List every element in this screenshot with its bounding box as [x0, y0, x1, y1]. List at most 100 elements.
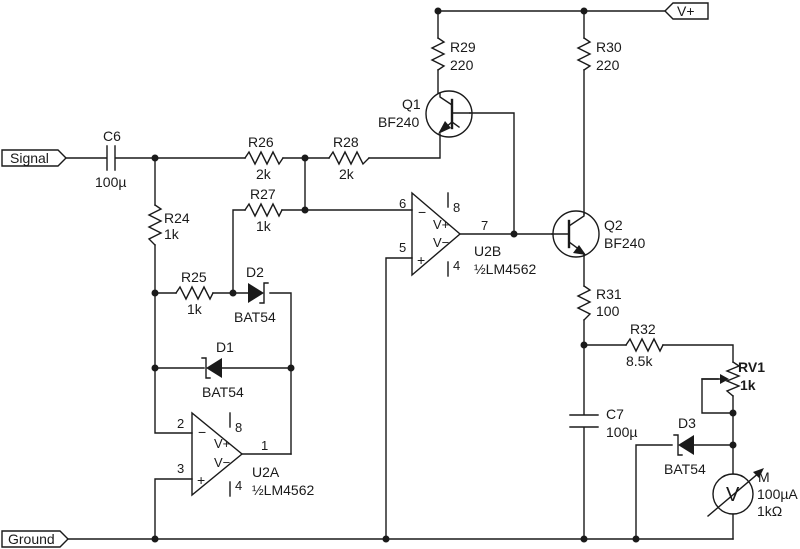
- r26-ref: R26: [248, 134, 274, 150]
- meter-value2: 1kΩ: [757, 503, 782, 519]
- u2b-pin-out: 7: [481, 218, 488, 233]
- resistor-r27: R27 1k: [244, 186, 283, 234]
- r28-value: 2k: [339, 166, 355, 182]
- junction-dot: [729, 441, 737, 449]
- vplus-port: V+: [664, 2, 709, 20]
- r24-ref: R24: [164, 210, 190, 226]
- d2-ref: D2: [246, 264, 264, 280]
- r31-value: 100: [596, 303, 620, 319]
- capacitor-c6: C6 100µ: [95, 128, 126, 190]
- rv1-ref: RV1: [738, 359, 765, 375]
- r25-ref: R25: [181, 269, 207, 285]
- c7-ref: C7: [606, 406, 624, 422]
- u2a-noninv-sign: +: [197, 472, 205, 488]
- junction-dot: [729, 409, 737, 417]
- r27-ref: R27: [250, 186, 276, 202]
- q2-ref: Q2: [604, 217, 623, 233]
- junction-dot: [301, 154, 309, 162]
- junction-dot: [580, 7, 588, 15]
- ground-port: Ground: [1, 530, 69, 548]
- resistor-r30: R30 220: [576, 37, 622, 73]
- wires: [65, 10, 734, 540]
- q1-value: BF240: [378, 114, 419, 130]
- junction-dot: [632, 535, 640, 543]
- potentiometer-rv1: RV1 1k: [701, 359, 765, 397]
- u2a-pin-noninv: 3: [177, 461, 184, 476]
- resistor-r26: R26 2k: [244, 134, 284, 182]
- u2b-inv-sign: −: [418, 204, 426, 220]
- c6-value: 100µ: [95, 174, 126, 190]
- meter-m: V M 100µA 1kΩ: [707, 468, 798, 519]
- q2-value: BF240: [604, 235, 645, 251]
- u2a-pin-inv: 2: [177, 416, 184, 431]
- c6-ref: C6: [103, 128, 121, 144]
- diode-d1: D1 BAT54: [201, 339, 244, 400]
- u2b-vplus-label: V+: [433, 217, 449, 232]
- u2a-vplus-label: V+: [214, 436, 230, 451]
- junction-dot: [301, 206, 309, 214]
- resistor-r28: R28 2k: [328, 134, 370, 182]
- u2a-pin-vminus: 4: [235, 478, 242, 493]
- r25-value: 1k: [187, 301, 203, 317]
- junction-dot: [382, 535, 390, 543]
- meter-symbol: V: [726, 484, 740, 506]
- d3-ref: D3: [678, 415, 696, 431]
- c7-value: 100µ: [606, 424, 637, 440]
- resistor-r29: R29 220: [430, 37, 476, 73]
- ground-port-label: Ground: [8, 531, 55, 547]
- r28-ref: R28: [333, 134, 359, 150]
- d2-value: BAT54: [234, 309, 276, 325]
- junction-dot: [151, 364, 159, 372]
- r30-ref: R30: [596, 39, 622, 55]
- junction-dot: [151, 535, 159, 543]
- u2b-pin-inv: 6: [399, 196, 406, 211]
- r31-ref: R31: [596, 286, 622, 302]
- resistor-r25: R25 1k: [175, 269, 214, 317]
- opamp-u2a: − + V+ V− 2 3 1 8 4 U2A ½LM4562: [177, 411, 314, 498]
- vplus-port-label: V+: [677, 3, 695, 19]
- r29-ref: R29: [450, 39, 476, 55]
- u2a-value: ½LM4562: [252, 482, 314, 498]
- u2a-pin-vplus: 8: [235, 420, 242, 435]
- resistor-r32: R32 8.5k: [625, 321, 664, 369]
- u2b-ref: U2B: [474, 243, 501, 259]
- d3-value: BAT54: [664, 461, 706, 477]
- u2a-inv-sign: −: [198, 424, 206, 440]
- capacitor-c7: C7 100µ: [569, 406, 637, 440]
- junction-dot: [151, 154, 159, 162]
- junction-dot: [151, 289, 159, 297]
- junction-dots: [151, 7, 737, 543]
- transistor-q2: Q2 BF240: [551, 210, 645, 258]
- d1-ref: D1: [216, 339, 234, 355]
- u2a-pin-out: 1: [261, 438, 268, 453]
- r24-value: 1k: [164, 226, 180, 242]
- u2a-vminus-label: V−: [214, 455, 230, 470]
- meter-value: 100µA: [757, 486, 798, 502]
- diode-d3: D3 BAT54: [664, 415, 706, 477]
- junction-dot: [229, 289, 237, 297]
- u2b-pin-vminus: 4: [453, 258, 460, 273]
- r26-value: 2k: [256, 166, 272, 182]
- d1-value: BAT54: [202, 384, 244, 400]
- junction-dot: [434, 7, 442, 15]
- r32-value: 8.5k: [626, 353, 653, 369]
- u2a-ref: U2A: [252, 464, 280, 480]
- u2b-noninv-sign: +: [417, 252, 425, 268]
- r27-value: 1k: [256, 218, 272, 234]
- transistor-q1: Q1 BF240: [378, 90, 473, 138]
- r29-value: 220: [450, 57, 474, 73]
- u2b-vminus-label: V−: [433, 235, 449, 250]
- meter-ref: M: [758, 469, 770, 485]
- junction-dot: [580, 535, 588, 543]
- rv1-value: 1k: [740, 377, 756, 393]
- opamp-u2b: − + V+ V− 6 5 7 8 4 U2B ½LM4562: [399, 191, 536, 277]
- resistor-r24: R24 1k: [147, 204, 190, 246]
- signal-port-label: Signal: [10, 150, 49, 166]
- u2b-value: ½LM4562: [474, 261, 536, 277]
- u2b-pin-noninv: 5: [399, 240, 406, 255]
- signal-port: Signal: [1, 149, 67, 167]
- junction-dot: [287, 364, 295, 372]
- q1-ref: Q1: [402, 96, 421, 112]
- junction-dot: [580, 341, 588, 349]
